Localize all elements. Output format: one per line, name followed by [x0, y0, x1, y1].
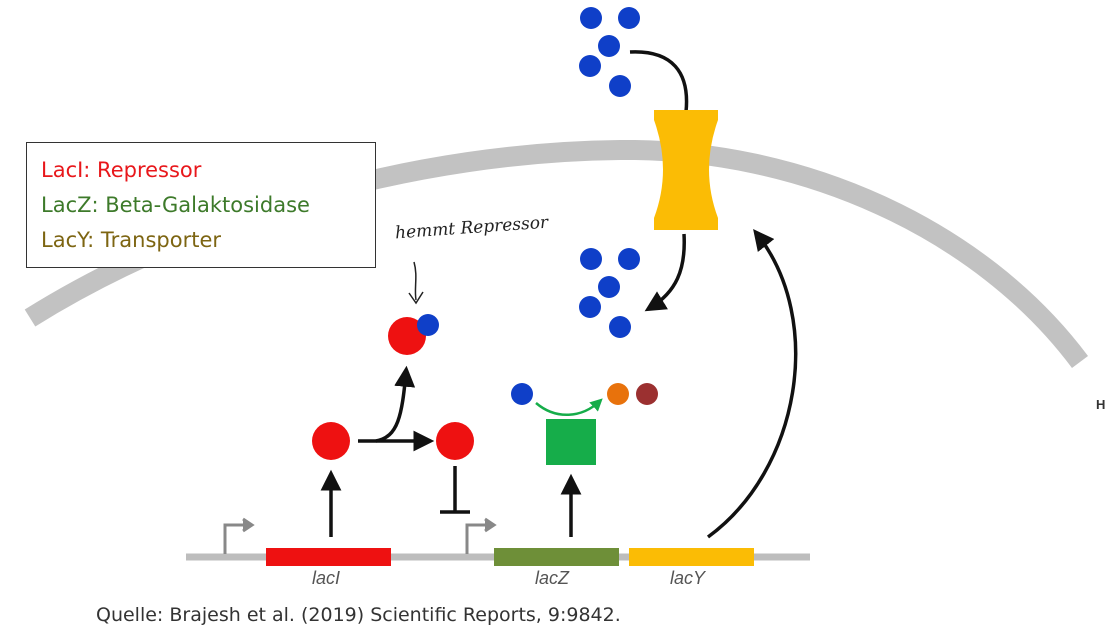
cropped-side-label: H: [1096, 397, 1106, 412]
product-glucose: [607, 383, 629, 405]
repressor-active: [436, 422, 474, 460]
arrow-lacy-to-transporter: [706, 229, 798, 539]
lactose-bound: [417, 314, 439, 336]
gene-label-laci: lacI: [312, 568, 341, 588]
gene-laci: [266, 548, 391, 566]
arrow-repressor-to-bound: [375, 365, 416, 443]
gene-lacz: [494, 548, 619, 566]
note-pointer: [408, 261, 424, 305]
legend-item-lacz: LacZ: Beta-Galaktosidase: [41, 193, 310, 217]
legend-item-lacy: LacY: Transporter: [41, 228, 221, 252]
transporter: [654, 110, 718, 230]
promoter-arrow-icon: [223, 517, 255, 554]
lactose-substrate: [511, 383, 533, 405]
legend-item-laci: LacI: Repressor: [41, 158, 202, 182]
gene-lacy: [629, 548, 754, 566]
import-arrow-bottom: [644, 233, 686, 312]
conversion-arrow: [535, 398, 603, 417]
repressor-bound: [388, 317, 426, 355]
product-galactose: [636, 383, 658, 405]
gene-label-lacy: lacY: [670, 568, 706, 588]
import-arrow-top: [629, 50, 689, 113]
legend-box: LacI: Repressor LacZ: Beta-Galaktosidase…: [26, 142, 376, 268]
gene-label-lacz: lacZ: [535, 568, 570, 588]
lacz-enzyme: [546, 419, 596, 465]
repressor-protein: [312, 422, 350, 460]
source-citation: Quelle: Brajesh et al. (2019) Scientific…: [96, 604, 621, 626]
lactose-outside: [579, 7, 640, 97]
lactose-inside: [579, 248, 640, 338]
promoter-arrow-icon: [465, 517, 497, 554]
inhibition-bar-icon: [440, 466, 470, 514]
